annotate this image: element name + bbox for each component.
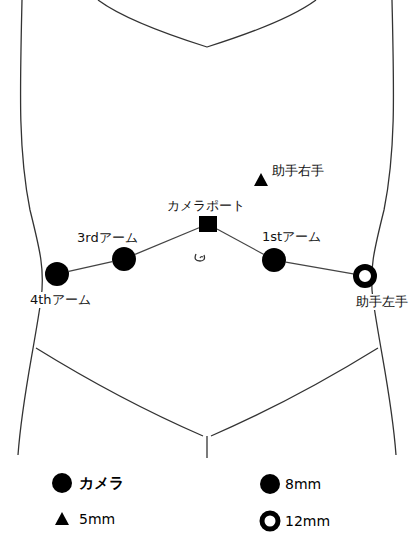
legend-text: カメラ: [79, 474, 124, 492]
port-shape: [199, 216, 217, 232]
port-connector: [217, 229, 263, 254]
port-shape: [262, 248, 286, 272]
legend-12mm-ring: [262, 513, 278, 529]
legend-text: 8mm: [285, 475, 321, 493]
port-marker: 3rdアーム: [112, 247, 136, 271]
port-label: カメラポート: [166, 198, 246, 214]
port-marker: 4thアーム: [45, 262, 69, 286]
groin-right: [211, 348, 378, 436]
torso-right-contour: [372, 0, 396, 455]
legend-5mm-triangle: [55, 512, 69, 525]
port-label: 助手左手: [355, 294, 409, 310]
legend-text: 5mm: [79, 510, 115, 528]
port-label: 1stアーム: [261, 229, 322, 245]
port-marker: 1stアーム: [262, 248, 286, 272]
port-shape: [353, 264, 377, 288]
port-marker: カメラポート: [199, 216, 217, 232]
port-shape: [45, 262, 69, 286]
legend-swatches: [52, 473, 280, 529]
port-shape: [254, 173, 268, 186]
port-marker: 助手右手: [254, 173, 268, 186]
torso-left-contour: [18, 0, 42, 455]
port-label: 助手右手: [271, 163, 325, 179]
navel-symbol: [195, 254, 204, 261]
port-label: 3rdアーム: [76, 230, 139, 246]
groin-left: [36, 348, 203, 436]
midline-lower: [206, 436, 207, 458]
port-shape: [112, 247, 136, 271]
port-marker: 助手左手: [353, 264, 377, 288]
port-label: 4thアーム: [29, 292, 92, 308]
legend-8mm-dot: [260, 474, 280, 494]
port-connector: [286, 262, 353, 274]
chest-line: [98, 0, 316, 47]
legend-text: 12mm: [285, 512, 330, 530]
port-connector: [135, 228, 199, 255]
legend-camera-dot: [52, 473, 72, 493]
port-connector: [69, 262, 113, 272]
